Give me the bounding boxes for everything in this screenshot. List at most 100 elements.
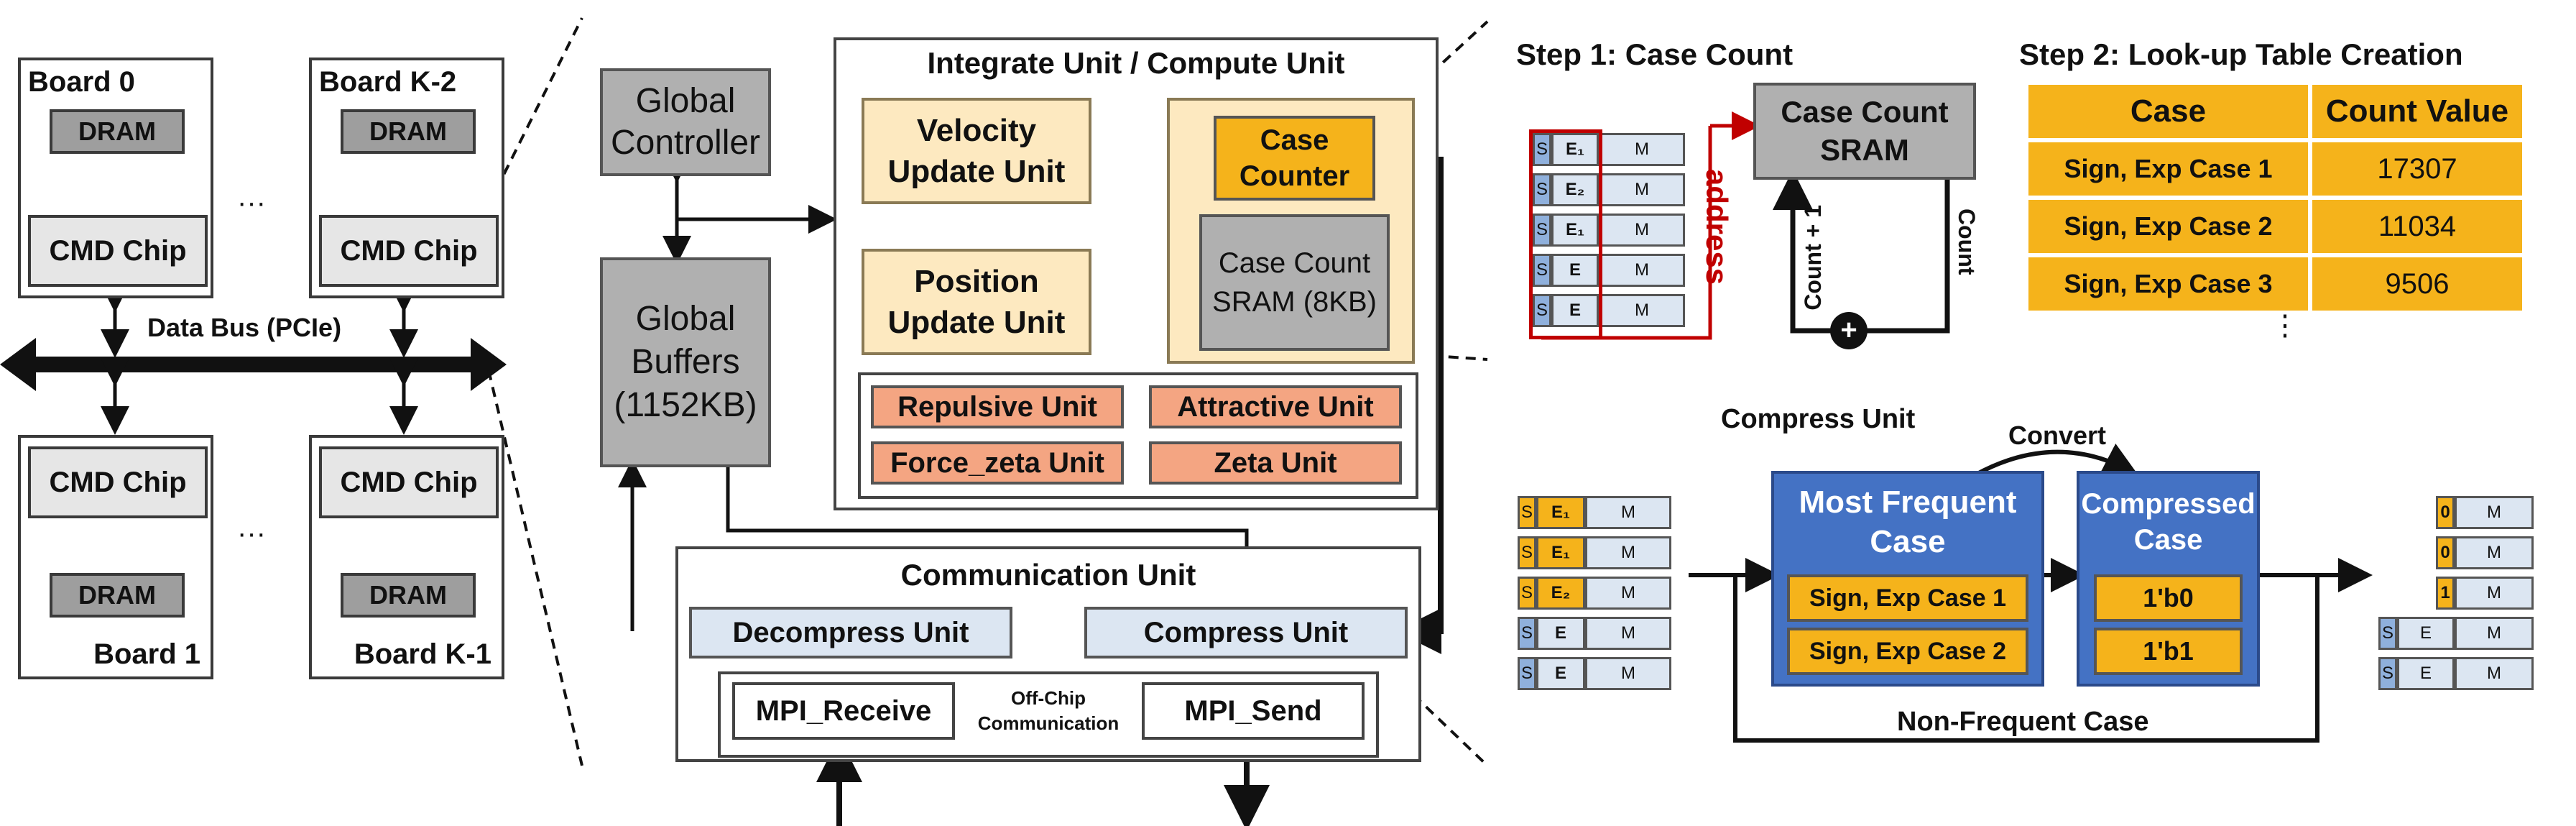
mantissa-bits: M [1599, 254, 1685, 287]
sign-bit: S [1533, 214, 1551, 247]
compressed-bit: 0 [2436, 536, 2455, 569]
lut-header-case: Case [2026, 83, 2310, 140]
adder-node [1830, 312, 1868, 349]
board-k-2: Board K-2 DRAM CMD Chip [309, 58, 504, 298]
attractive-unit: Attractive Unit [1149, 385, 1402, 428]
mantissa-bits: M [2455, 577, 2534, 610]
mantissa-bits: M [2455, 536, 2534, 569]
mantissa-bits: M [1585, 577, 1671, 610]
mantissa-bits: M [1599, 294, 1685, 327]
sign-bit: S [1533, 173, 1551, 206]
mantissa-bits: M [2455, 617, 2534, 650]
exponent-bits: E [2397, 657, 2455, 690]
dram: DRAM [50, 573, 185, 618]
board-k-1: CMD Chip DRAM Board K-1 [309, 435, 504, 679]
lut-count-cell: 11034 [2310, 198, 2524, 255]
non-frequent-case-label: Non-Frequent Case [1897, 707, 2149, 737]
exponent-bits: E [1551, 294, 1599, 327]
sign-bit: S [1518, 496, 1536, 529]
compressed-case-title: Compressed Case [2081, 488, 2256, 556]
global-controller: Global Controller [600, 68, 771, 176]
compressed-bit: 1 [2436, 577, 2455, 610]
mantissa-bits: M [1585, 536, 1671, 569]
ellipsis-bottom: ··· [237, 518, 266, 549]
sign-bit: S [1518, 657, 1536, 690]
svg-text:+: + [1840, 314, 1857, 346]
bus-arrow-left [0, 338, 36, 391]
exponent-bits: E₁ [1536, 496, 1585, 529]
exponent-bits: E₁ [1551, 214, 1599, 247]
exponent-bits: E₂ [1536, 577, 1585, 610]
compress-unit: Compress Unit [1084, 607, 1408, 658]
sign-bit: S [2378, 657, 2397, 690]
cmd-chip: CMD Chip [319, 215, 499, 287]
bus-arrow-right [471, 338, 507, 391]
most-frequent-case-box: Most Frequent Case Sign, Exp Case 1 Sign… [1771, 471, 2044, 687]
mpi-receive: MPI_Receive [732, 682, 955, 740]
data-bus-label: Data Bus (PCIe) [147, 313, 342, 342]
mantissa-bits: M [1585, 617, 1671, 650]
compressed-bit: 0 [2436, 496, 2455, 529]
most-frequent-title: Most Frequent Case [1799, 485, 2017, 559]
sign-bit: S [2378, 617, 2397, 650]
exponent-bits: E [1551, 254, 1599, 287]
exponent-bits: E [1536, 657, 1585, 690]
lut-count-cell: 9506 [2310, 255, 2524, 313]
board-1: CMD Chip DRAM Board 1 [18, 435, 213, 679]
sign-bit: S [1518, 577, 1536, 610]
sign-bit: S [1518, 617, 1536, 650]
compress-unit-title: Compress Unit [1721, 404, 1916, 434]
mantissa-bits: M [2455, 657, 2534, 690]
dram: DRAM [50, 109, 185, 154]
board-label: Board K-2 [319, 66, 457, 98]
board-0: Board 0 DRAM CMD Chip [18, 58, 213, 298]
lut-case-cell: Sign, Exp Case 1 [2026, 140, 2310, 198]
force-unit-group [858, 372, 1418, 499]
mpi-send: MPI_Send [1142, 682, 1365, 740]
integrate-unit-title: Integrate Unit / Compute Unit [927, 46, 1345, 80]
mf-case: Sign, Exp Case 1 [1787, 574, 2028, 622]
lut-case-cell: Sign, Exp Case 3 [2026, 255, 2310, 313]
convert-label: Convert [2008, 421, 2107, 450]
compressed-code: 1'b1 [2094, 628, 2243, 675]
communication-unit: Communication Unit Decompress Unit Compr… [675, 546, 1421, 762]
sign-bit: S [1518, 536, 1536, 569]
compressed-code: 1'b0 [2094, 574, 2243, 622]
step1-case-count-sram: Case Count SRAM [1753, 83, 1976, 180]
decompress-unit: Decompress Unit [689, 607, 1012, 658]
exponent-bits: E₁ [1536, 536, 1585, 569]
velocity-update-unit: Velocity Update Unit [862, 98, 1091, 204]
ellipsis-top: ··· [237, 187, 266, 219]
exponent-bits: E [1536, 617, 1585, 650]
step1-title: Step 1: Case Count [1516, 37, 1793, 71]
cmd-chip: CMD Chip [319, 446, 499, 518]
dram: DRAM [341, 573, 476, 618]
position-update-unit: Position Update Unit [862, 249, 1091, 355]
off-chip-communication-label: Off-Chip Communication [977, 687, 1120, 734]
zeta-unit: Zeta Unit [1149, 441, 1402, 485]
mantissa-bits: M [1585, 657, 1671, 690]
board-label: Board 0 [28, 66, 135, 98]
dram: DRAM [341, 109, 476, 154]
address-highlight [1529, 129, 1602, 339]
mantissa-bits: M [1585, 496, 1671, 529]
board-label: Board K-1 [354, 638, 491, 670]
count-plus-one-label: Count + 1 [1800, 205, 1826, 311]
compressed-case-box: Compressed Case 1'b0 1'b1 [2077, 471, 2260, 687]
cmd-chip: CMD Chip [28, 215, 208, 287]
repulsive-unit: Repulsive Unit [871, 385, 1124, 428]
integrate-unit: Integrate Unit / Compute Unit Velocity U… [834, 37, 1439, 510]
lut-count-cell: 17307 [2310, 140, 2524, 198]
mantissa-bits: M [1599, 173, 1685, 206]
case-count-sram: Case Count SRAM (8KB) [1199, 214, 1390, 351]
lut-more-ellipsis: ⋮ [2271, 310, 2299, 341]
mantissa-bits: M [1599, 214, 1685, 247]
sign-bit: S [1533, 294, 1551, 327]
exponent-bits: E [2397, 617, 2455, 650]
step2-title: Step 2: Look-up Table Creation [2019, 37, 2463, 71]
force-zeta-unit: Force_zeta Unit [871, 441, 1124, 485]
global-buffers: Global Buffers (1152KB) [600, 257, 771, 467]
lut-case-cell: Sign, Exp Case 2 [2026, 198, 2310, 255]
count-label: Count [1954, 208, 1980, 275]
mantissa-bits: M [2455, 496, 2534, 529]
